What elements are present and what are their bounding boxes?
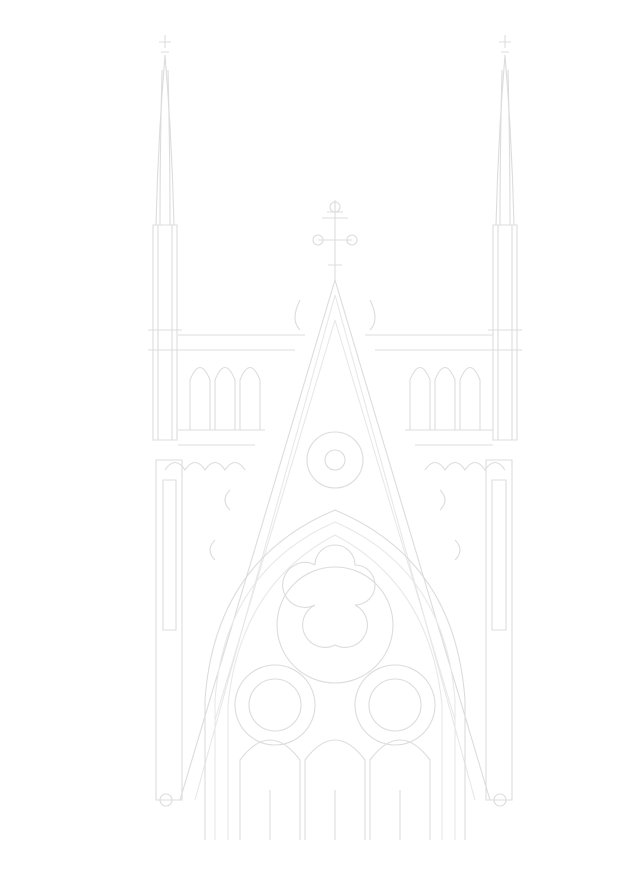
side-galleries — [164, 334, 506, 471]
main-arch — [204, 509, 466, 840]
right-spire — [485, 35, 522, 807]
left-spire — [148, 35, 183, 807]
central-gable — [179, 200, 491, 801]
